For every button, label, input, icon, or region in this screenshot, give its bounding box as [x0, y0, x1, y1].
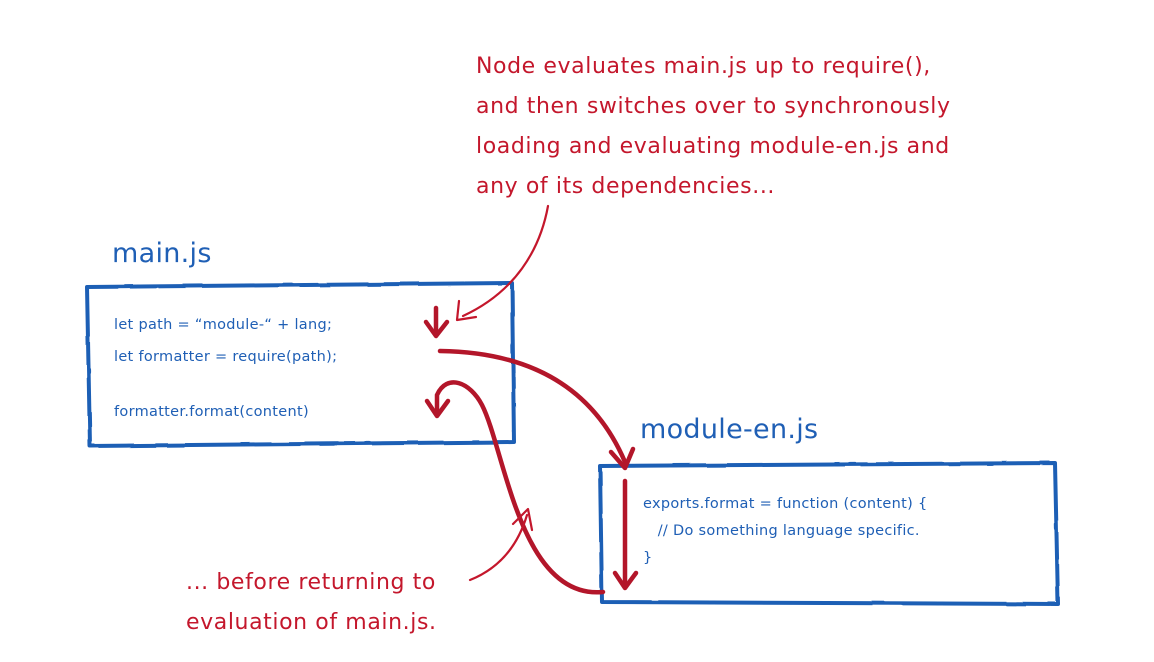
module-en-title: module-en.js — [640, 414, 819, 445]
code-line: formatter.format(content) — [114, 404, 309, 420]
top-annotation-line: and then switches over to synchronously — [476, 94, 951, 119]
code-line: let formatter = require(path); — [114, 349, 338, 365]
module-execution-arrow — [612, 478, 639, 591]
main-js-box — [85, 281, 516, 448]
top-annotation-pointer-arrow — [455, 204, 550, 322]
return-to-main-arrow — [424, 380, 606, 595]
bottom-annotation-line: evaluation of main.js. — [186, 610, 437, 635]
top-annotation-line: loading and evaluating module-en.js and — [476, 134, 950, 159]
bottom-annotation-pointer-arrow — [468, 507, 534, 582]
top-annotation-line: any of its dependencies... — [476, 174, 776, 199]
top-annotation-line: Node evaluates main.js up to require(), — [476, 54, 931, 79]
module-en-box — [598, 461, 1060, 606]
code-line: exports.format = function (content) { — [643, 496, 928, 512]
execution-stop-arrow — [423, 305, 450, 339]
code-line: let path = “module-“ + lang; — [114, 317, 333, 333]
require-to-module-arrow — [437, 348, 636, 471]
code-line: } — [643, 550, 653, 566]
code-line: // Do something language specific. — [643, 523, 920, 539]
bottom-annotation-line: ... before returning to — [186, 570, 436, 595]
main-js-title: main.js — [112, 238, 212, 269]
